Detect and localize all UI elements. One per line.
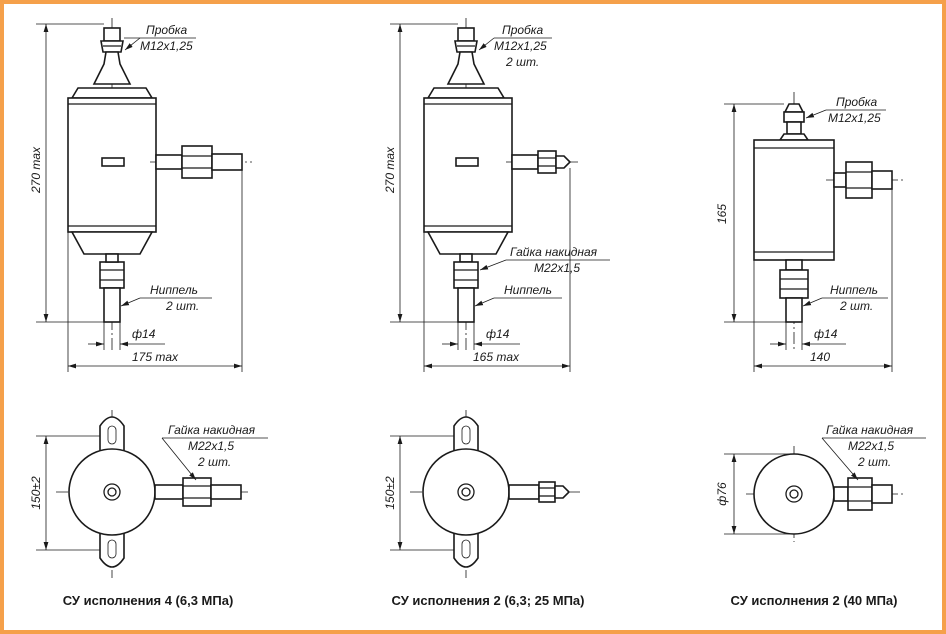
v2-dim-diameter: ф14 (486, 327, 510, 341)
variant-2-side-view: 270 max ф14 165 max Пробка М12х1,25 2 шт… (383, 18, 610, 372)
v3-top-label-2: М12х1,25 (828, 111, 881, 125)
variant-1-plan-view: 150±2 Гайка накидная М22х1,5 2 шт. (29, 410, 268, 578)
v3-nut-label-3: 2 шт. (857, 455, 891, 469)
v1-caption: СУ исполнения 4 (6,3 МПа) (63, 593, 234, 608)
v2-dim-plan: 150±2 (383, 476, 397, 510)
v1-nipple-label-2: 2 шт. (165, 299, 199, 313)
v1-dim-width: 175 max (132, 350, 179, 364)
v2-mid-nut-label-1: Гайка накидная (510, 245, 598, 259)
variant-2-plan-view: 150±2 (383, 410, 580, 578)
v3-top-label-1: Пробка (836, 95, 877, 109)
v3-nut-label-2: М22х1,5 (848, 439, 894, 453)
v3-dim-height: 165 (715, 204, 729, 224)
variant-3-side-view: 165 ф14 140 Пробка М12х1,25 Ниппель 2 шт… (715, 92, 904, 372)
v1-nipple-label-1: Ниппель (150, 283, 198, 297)
v3-caption: СУ исполнения 2 (40 МПа) (731, 593, 898, 608)
v2-mid-nut-label-2: М22х1,5 (534, 261, 580, 275)
v1-nut-label-2: М22х1,5 (188, 439, 234, 453)
v1-nut-label-3: 2 шт. (197, 455, 231, 469)
v2-dim-height: 270 max (383, 146, 397, 194)
v3-nipple-label-2: 2 шт. (839, 299, 873, 313)
variant-1-side-view: 270 max ф14 175 max Пробка М12х1,25 Нипп… (29, 18, 252, 372)
v2-caption: СУ исполнения 2 (6,3; 25 МПа) (392, 593, 585, 608)
v2-top-label-1: Пробка (502, 23, 543, 37)
v2-top-label-2: М12х1,25 (494, 39, 547, 53)
v3-nipple-label-1: Ниппель (830, 283, 878, 297)
v1-dim-diameter: ф14 (132, 327, 156, 341)
v3-dim-plan: ф76 (715, 482, 729, 506)
v1-dim-height: 270 max (29, 146, 43, 194)
variant-3-plan-view: ф76 Гайка накидная М22х1,5 2 шт. (715, 423, 926, 542)
v1-nut-label-1: Гайка накидная (168, 423, 256, 437)
v2-top-label-3: 2 шт. (505, 55, 539, 69)
v1-top-label-1: Пробка (146, 23, 187, 37)
technical-drawing: 270 max ф14 175 max Пробка М12х1,25 Нипп… (29, 18, 926, 608)
v3-dim-diameter: ф14 (814, 327, 838, 341)
v2-nipple-label-1: Ниппель (504, 283, 552, 297)
v2-dim-width: 165 max (473, 350, 520, 364)
v3-nut-label-1: Гайка накидная (826, 423, 914, 437)
v1-top-label-2: М12х1,25 (140, 39, 193, 53)
v1-dim-plan: 150±2 (29, 476, 43, 510)
v3-dim-width: 140 (810, 350, 830, 364)
